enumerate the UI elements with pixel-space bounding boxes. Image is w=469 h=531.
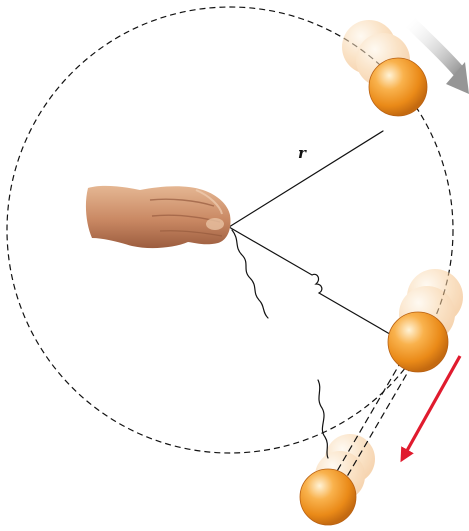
string-loose-falling <box>317 379 329 459</box>
circular-path <box>6 6 454 454</box>
ball-right <box>387 311 449 373</box>
radius-label: r <box>298 144 307 162</box>
hand-icon <box>85 185 231 249</box>
ball-top <box>368 57 428 117</box>
red-arrow-icon <box>400 355 462 463</box>
motion-arrow <box>405 17 469 94</box>
ball-icon <box>299 57 449 526</box>
string-to-top-ball <box>228 130 384 228</box>
string-loose-from-hand <box>231 229 269 319</box>
string-to-right-ball <box>228 226 396 338</box>
strings <box>228 130 396 459</box>
release-lines <box>332 359 413 481</box>
ball-bottom <box>299 468 357 526</box>
ghost-balls-top <box>342 20 410 87</box>
